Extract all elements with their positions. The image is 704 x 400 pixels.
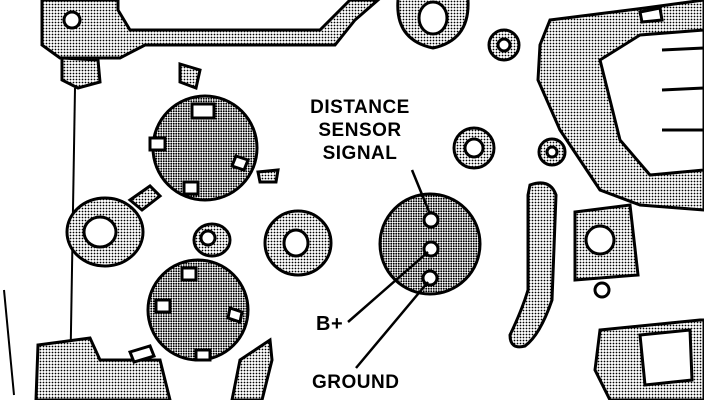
right-bracket <box>573 203 640 299</box>
bottom-left-bracket <box>34 336 172 400</box>
top-left-bracket <box>40 0 381 90</box>
label-ground: GROUND <box>312 372 400 393</box>
small-boss-right <box>537 137 567 167</box>
center-round-boss <box>263 209 333 277</box>
lower-right-frame <box>593 318 704 400</box>
leader-distance-sensor <box>410 169 432 215</box>
leader-lines <box>347 169 432 369</box>
sensor-connector <box>378 192 482 296</box>
lower-left-socket <box>146 222 250 362</box>
middle-boss <box>452 126 496 170</box>
label-distance-line2: SENSOR <box>318 120 402 141</box>
label-distance-sensor-signal: DISTANCE SENSOR SIGNAL <box>300 98 420 163</box>
label-distance-line1: DISTANCE <box>310 97 410 118</box>
right-housing <box>536 0 704 212</box>
bottom-socket <box>230 337 274 400</box>
label-b-plus: B+ <box>316 313 344 335</box>
curved-arm <box>508 181 558 349</box>
left-round-boss <box>65 184 163 268</box>
leader-ground <box>355 281 429 369</box>
leader-b-plus <box>347 251 429 323</box>
left-edge-wire <box>3 289 15 396</box>
small-boss-top <box>487 28 521 62</box>
label-distance-line3: SIGNAL <box>322 143 398 164</box>
top-center-boss <box>396 0 470 50</box>
upper-left-socket <box>148 61 280 202</box>
